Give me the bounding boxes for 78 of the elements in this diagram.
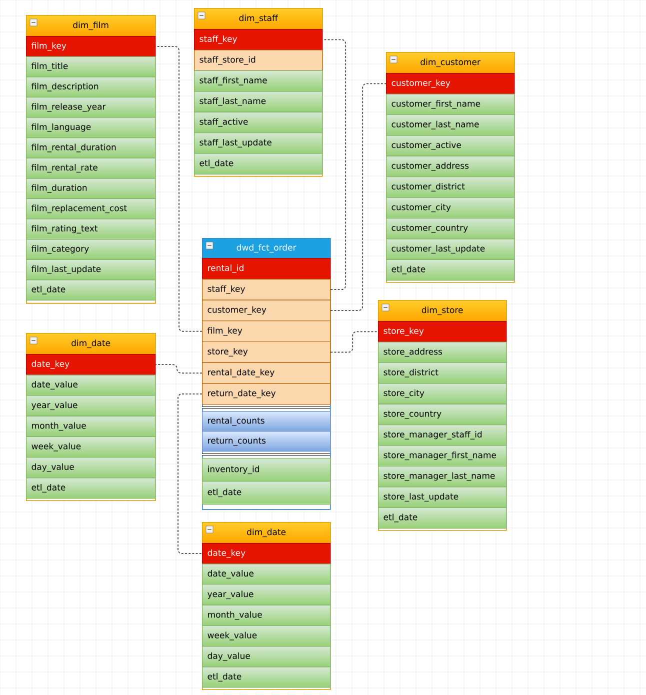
table-row: date_value xyxy=(202,564,331,585)
table-row: rental_date_key xyxy=(202,362,331,384)
table-row: store_manager_last_name xyxy=(378,466,507,488)
table-row: customer_district xyxy=(386,176,515,198)
table-row: film_release_year xyxy=(26,96,156,118)
table-row: film_rental_duration xyxy=(26,138,156,158)
table-row: film_rating_text xyxy=(26,218,156,240)
table-row: year_value xyxy=(26,395,156,416)
table-row: staff_last_name xyxy=(194,91,323,112)
table-row: rental_counts xyxy=(202,411,331,432)
table-row: day_value xyxy=(26,457,156,478)
connector xyxy=(330,331,378,353)
table-row: store_manager_first_name xyxy=(378,445,507,466)
table-header: dim_date xyxy=(202,522,331,544)
table-row: staff_first_name xyxy=(194,70,323,92)
table-row: etl_date xyxy=(202,481,331,505)
table-row: etl_date xyxy=(26,280,156,300)
table-header: dim_customer xyxy=(386,52,515,74)
table-row: week_value xyxy=(202,625,331,647)
table-header: dim_date xyxy=(26,333,156,355)
table-row: store_key xyxy=(202,341,331,363)
table-row: store_country xyxy=(378,404,507,426)
table-row: staff_key xyxy=(202,278,331,300)
table-row: customer_active xyxy=(386,135,515,156)
table-row: customer_country xyxy=(386,218,515,240)
table-header: dim_store xyxy=(378,300,507,322)
table-row: film_key xyxy=(26,36,156,57)
table-row: day_value xyxy=(202,646,331,668)
table-row: etl_date xyxy=(26,478,156,499)
table-row: film_duration xyxy=(26,178,156,199)
table-header: dim_film xyxy=(26,15,156,37)
table-row: customer_city xyxy=(386,197,515,218)
table-row: staff_key xyxy=(194,29,323,50)
table-row: year_value xyxy=(202,584,331,606)
table-row: customer_address xyxy=(386,156,515,178)
table-row: etl_date xyxy=(386,259,515,281)
table-row: film_category xyxy=(26,239,156,260)
table-row: film_rental_rate xyxy=(26,158,156,179)
table-row: customer_key xyxy=(386,73,515,94)
table-row: date_key xyxy=(26,354,156,376)
table-row: store_city xyxy=(378,383,507,404)
table-row: week_value xyxy=(26,436,156,458)
table-row: return_counts xyxy=(202,431,331,452)
table-row: store_key xyxy=(378,321,507,342)
connector xyxy=(322,39,346,290)
table-row: store_district xyxy=(378,362,507,384)
table-row: film_language xyxy=(26,117,156,138)
table-row: customer_key xyxy=(202,300,331,322)
table-row: etl_date xyxy=(194,153,323,174)
table-row: staff_store_id xyxy=(194,50,323,71)
table-row: store_address xyxy=(378,342,507,363)
table-row: inventory_id xyxy=(202,458,331,482)
table-row: return_date_key xyxy=(202,383,331,405)
table-row: etl_date xyxy=(378,507,507,529)
connector xyxy=(330,83,386,311)
table-row: date_key xyxy=(202,543,331,564)
table-header: dwd_fct_order xyxy=(202,238,331,259)
table-row: staff_active xyxy=(194,112,323,134)
table-row: month_value xyxy=(202,604,331,626)
connector xyxy=(155,46,202,332)
table-row: film_description xyxy=(26,76,156,98)
table-row: store_last_update xyxy=(378,486,507,508)
table-row: store_manager_staff_id xyxy=(378,424,507,446)
table-row: etl_date xyxy=(202,666,331,688)
table-row: month_value xyxy=(26,416,156,437)
table-row: film_last_update xyxy=(26,259,156,280)
table-row: staff_last_update xyxy=(194,132,323,154)
table-header: dim_staff xyxy=(194,8,323,30)
table-row: film_replacement_cost xyxy=(26,198,156,220)
table-row: rental_id xyxy=(202,258,331,280)
table-row: customer_first_name xyxy=(386,94,515,115)
table-row: customer_last_name xyxy=(386,114,515,136)
table-row: film_key xyxy=(202,320,331,342)
table-row: film_title xyxy=(26,56,156,78)
connector xyxy=(178,393,202,554)
connector xyxy=(155,364,202,374)
table-row: customer_last_update xyxy=(386,238,515,260)
table-row: date_value xyxy=(26,374,156,396)
